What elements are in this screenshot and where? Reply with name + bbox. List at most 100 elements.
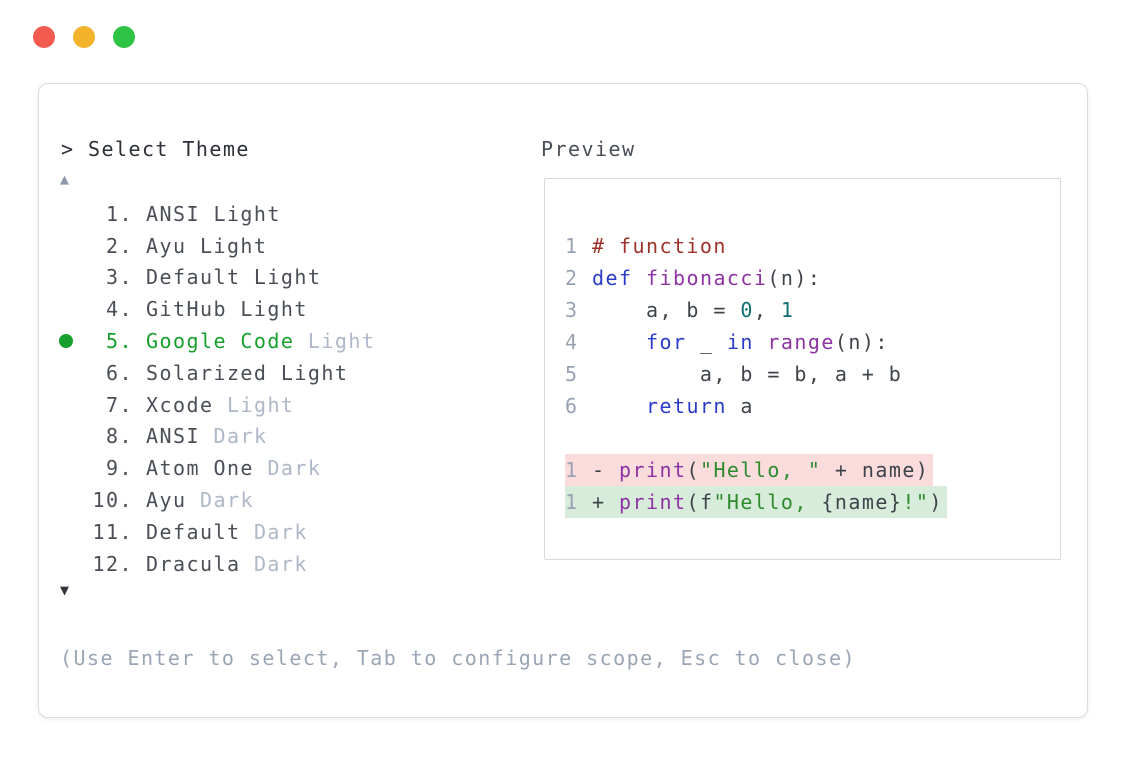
code-token: print xyxy=(618,458,687,482)
theme-list-item[interactable]: 11. Default Dark xyxy=(59,516,375,548)
theme-list-item[interactable]: 9. Atom One Dark xyxy=(59,452,375,484)
theme-name: ANSI xyxy=(146,424,200,449)
code-token: fibonacci xyxy=(645,266,768,290)
theme-list-item[interactable]: 5. Google Code Light xyxy=(59,325,375,357)
theme-list-item[interactable]: 7. Xcode Light xyxy=(59,389,375,421)
theme-number: 6. xyxy=(106,360,133,385)
theme-name: Atom One xyxy=(146,456,254,481)
select-theme-title: > Select Theme xyxy=(61,137,250,161)
theme-number: 11. xyxy=(92,519,133,544)
theme-number: 3. xyxy=(106,265,133,290)
code-line: 1# function xyxy=(565,230,947,262)
theme-list: 1. ANSI Light 2. Ayu Light 3. Default Light 4.… xyxy=(59,198,375,580)
code-token: {name} xyxy=(821,490,903,514)
theme-name: GitHub Light xyxy=(146,297,308,322)
code-token: "Hello, xyxy=(713,490,822,514)
minimize-icon[interactable] xyxy=(73,26,95,48)
theme-name: Google Code xyxy=(146,329,295,354)
theme-name: Ayu xyxy=(146,488,187,513)
code-token: "Hello, " xyxy=(699,458,822,482)
code-token xyxy=(632,266,646,290)
code-token: , xyxy=(753,298,781,322)
code-token: _ xyxy=(686,330,727,354)
theme-number: 10. xyxy=(92,488,133,513)
theme-number: 1. xyxy=(106,201,133,226)
theme-number: 4. xyxy=(106,297,133,322)
code-token: a, b = xyxy=(592,298,741,322)
line-number: 2 xyxy=(565,266,579,290)
theme-list-item[interactable]: 6. Solarized Light xyxy=(59,357,375,389)
theme-number: 2. xyxy=(106,233,133,258)
code-token: (f xyxy=(686,490,714,514)
code-token: return xyxy=(645,394,727,418)
code-token: ) xyxy=(929,490,943,514)
scroll-up-icon[interactable]: ▲ xyxy=(60,170,70,188)
theme-number: 9. xyxy=(106,456,133,481)
line-number: 5 xyxy=(565,362,579,386)
theme-list-item[interactable]: 1. ANSI Light xyxy=(59,198,375,230)
theme-variant-tag: Light xyxy=(226,392,295,417)
code-line: 5 a, b = b, a + b xyxy=(565,358,947,390)
code-token: (n): xyxy=(834,330,889,354)
theme-list-item[interactable]: 2. Ayu Light xyxy=(59,230,375,262)
diff-add-line: 1+ print(f"Hello, {name}!") xyxy=(565,486,947,518)
code-token: # function xyxy=(592,234,727,258)
code-token xyxy=(592,330,646,354)
theme-list-item[interactable]: 3. Default Light xyxy=(59,262,375,294)
diff-del-line: 1- print("Hello, " + name) xyxy=(565,454,934,486)
window-controls xyxy=(33,26,135,48)
blank-line xyxy=(565,422,947,454)
zoom-icon[interactable] xyxy=(113,26,135,48)
code-line: 2 def fibonacci(n): xyxy=(565,262,947,294)
code-token: a, b = b, a + b xyxy=(592,362,903,386)
theme-number: 7. xyxy=(106,392,133,417)
theme-list-item[interactable]: 4. GitHub Light xyxy=(59,293,375,325)
code-token: !" xyxy=(902,490,930,514)
theme-variant-tag: Dark xyxy=(267,456,322,481)
theme-list-item[interactable]: 8. ANSI Dark xyxy=(59,421,375,453)
code-line: 4 for _ in range(n): xyxy=(565,326,947,358)
theme-name: Default xyxy=(146,519,241,544)
code-token: (n): xyxy=(767,266,822,290)
theme-number: 5. xyxy=(106,329,133,354)
theme-variant-tag: Dark xyxy=(213,424,268,449)
code-line: 6 return a xyxy=(565,390,947,422)
scroll-down-icon[interactable]: ▼ xyxy=(60,581,70,599)
theme-name: Default Light xyxy=(146,265,322,290)
theme-name: Xcode xyxy=(146,392,214,417)
theme-variant-tag: Dark xyxy=(253,551,308,576)
code-token: in xyxy=(726,330,754,354)
code-token: 1 xyxy=(780,298,795,322)
selected-dot-icon xyxy=(59,334,73,349)
line-number: 1 xyxy=(565,458,579,482)
code-line: 3 a, b = 0, 1 xyxy=(565,294,947,326)
theme-name: ANSI Light xyxy=(146,201,281,226)
theme-name: Solarized Light xyxy=(146,360,349,385)
code-token: def xyxy=(592,266,633,290)
theme-name: Ayu Light xyxy=(146,233,268,258)
code-token: 0 xyxy=(740,298,754,322)
code-token: + name) xyxy=(821,458,930,482)
theme-name: Dracula xyxy=(146,551,241,576)
theme-number: 12. xyxy=(92,551,133,576)
code-token: + xyxy=(592,490,619,514)
line-number: 4 xyxy=(565,330,579,354)
selected-bullet-icon xyxy=(59,334,92,349)
theme-picker-panel: > Select Theme ▲ 1. ANSI Light 2. Ayu Light… xyxy=(38,83,1088,718)
close-icon[interactable] xyxy=(33,26,55,48)
theme-variant-tag: Light xyxy=(307,329,376,354)
theme-variant-tag: Dark xyxy=(253,519,308,544)
preview-label: Preview xyxy=(541,137,636,161)
code-token: - xyxy=(592,458,619,482)
code-token: range xyxy=(767,330,835,354)
line-number: 1 xyxy=(565,490,579,514)
theme-number: 8. xyxy=(106,424,133,449)
code-token: ( xyxy=(686,458,700,482)
code-token xyxy=(754,330,768,354)
theme-list-item[interactable]: 12. Dracula Dark xyxy=(59,548,375,580)
line-number: 6 xyxy=(565,394,579,418)
code-token xyxy=(592,394,646,418)
